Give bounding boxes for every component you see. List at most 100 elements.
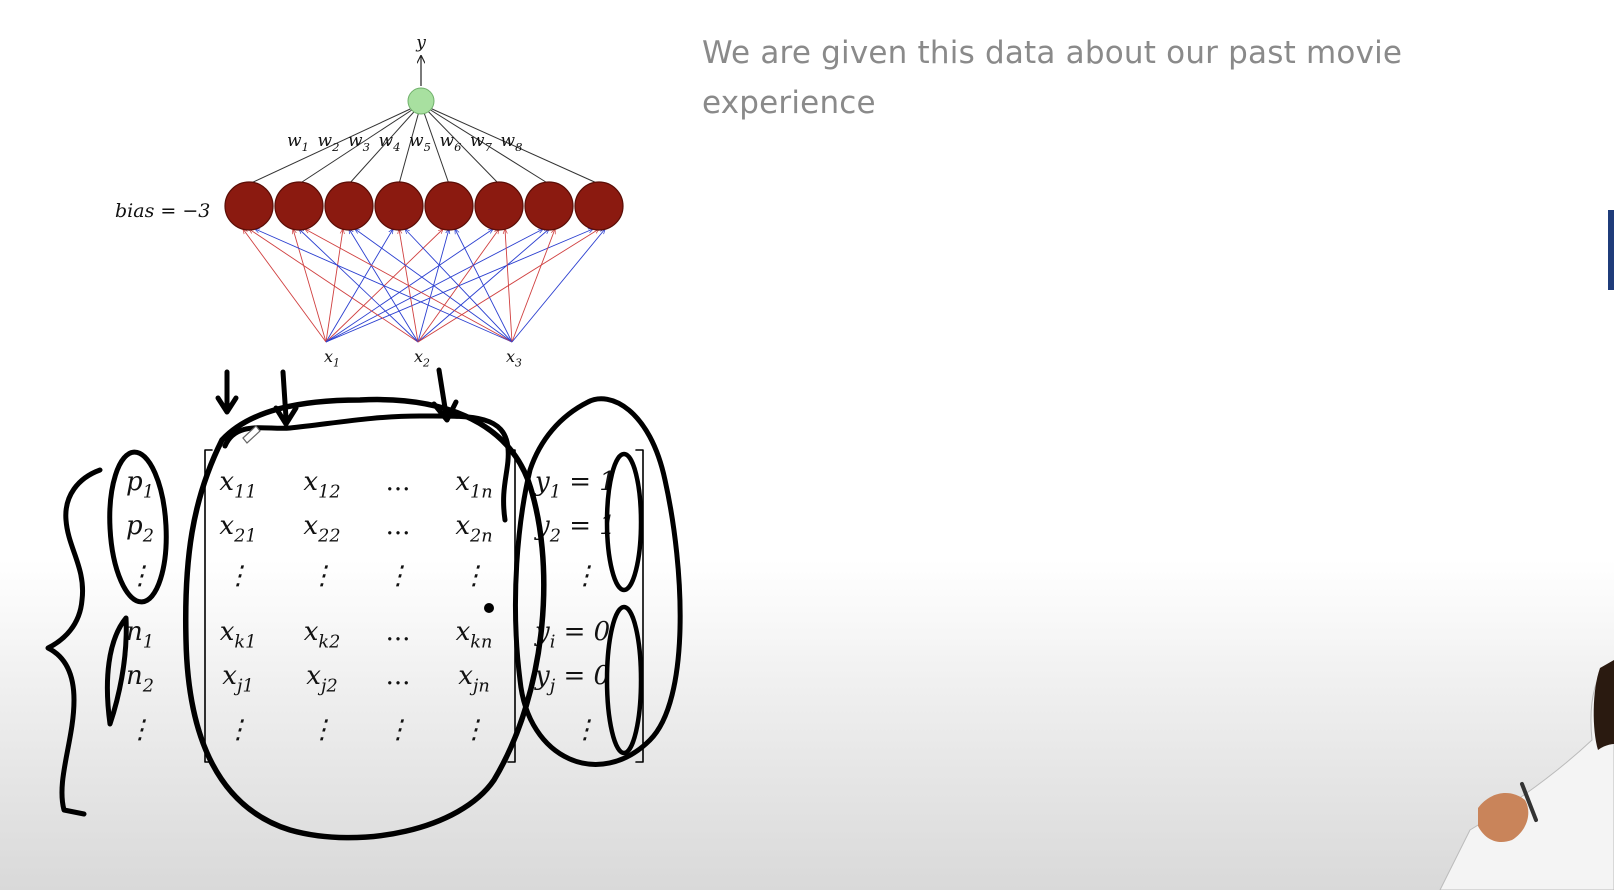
- hidden-output-edge: [421, 104, 550, 185]
- header-bracket-stroke: [222, 413, 511, 523]
- output-value: ⋮: [572, 561, 598, 591]
- positive-weight-edge: [511, 229, 555, 343]
- output-column: y1 = 1 y2 = 1 ⋮ yi = 0 yj = 0 ⋮: [534, 467, 616, 745]
- hidden-neuron: [524, 181, 574, 231]
- output-right-bracket: [635, 449, 644, 763]
- positive-weight-edge: [249, 229, 419, 343]
- row-label: p1: [126, 467, 154, 502]
- negative-weight-edge: [511, 229, 605, 343]
- output-value: yi = 0: [534, 617, 610, 652]
- hidden-output-edge: [421, 104, 500, 185]
- presenter-pen: [1520, 782, 1538, 822]
- row-label: n1: [126, 617, 154, 652]
- hidden-neuron: [324, 181, 374, 231]
- hidden-neuron: [424, 181, 474, 231]
- matrix-cell: x12: [303, 467, 340, 502]
- hidden-neuron: [274, 181, 324, 231]
- matrix-cell: ⋮: [309, 561, 335, 591]
- input-label: x2: [414, 347, 430, 369]
- arrow-3-stroke: [431, 367, 459, 423]
- negative-weight-edge: [355, 229, 513, 343]
- matrix-cell: x2n: [455, 511, 492, 546]
- weight-label: w2: [318, 131, 340, 154]
- matrix-cell: ⋮: [225, 715, 251, 745]
- pen-cursor-icon: [242, 425, 261, 444]
- presenter-hand: [1478, 793, 1529, 843]
- negative-weight-edge: [255, 229, 513, 343]
- negative-weight-edge: [455, 229, 513, 343]
- hidden-output-edge: [421, 104, 450, 185]
- output-label-y: y: [415, 33, 426, 53]
- matrix-cell: ⋮: [461, 561, 487, 591]
- matrix-cell: ⋮: [461, 715, 487, 745]
- arrow-1-stroke: [215, 369, 239, 415]
- output-column-loop: [512, 396, 683, 767]
- hidden-output-edge: [348, 104, 421, 185]
- hidden-neuron: [224, 181, 274, 231]
- input-label: x1: [324, 347, 340, 369]
- matrix-left-bracket: [204, 449, 213, 763]
- hidden-neuron: [574, 181, 624, 231]
- negative-weight-edge: [325, 229, 593, 343]
- weight-label: w8: [501, 131, 523, 154]
- hidden-output-edge: [298, 104, 421, 185]
- hidden-output-edge: [248, 104, 421, 185]
- matrix-cell: xk1: [220, 617, 257, 652]
- positive-weight-edge: [293, 229, 327, 343]
- hidden-neurons: [224, 181, 624, 231]
- feature-matrix-loop: [182, 396, 547, 841]
- positive-weight-edge: [325, 229, 343, 343]
- hidden-output-edge: [421, 104, 600, 185]
- output-neuron: [407, 87, 435, 115]
- positive-weight-edge: [305, 229, 513, 343]
- weight-label: w7: [470, 131, 493, 154]
- slide-text: We are given this data about our past mo…: [702, 35, 1403, 121]
- output-value: ⋮: [572, 715, 598, 745]
- matrix-cell: ...: [386, 511, 411, 541]
- positive-weight-edge: [505, 229, 513, 343]
- handwritten-annotations: [45, 367, 683, 841]
- matrix-cell: x21: [219, 511, 256, 546]
- presenter-shirt: [1439, 661, 1614, 890]
- matrix-cell: ...: [386, 617, 411, 647]
- weight-label: w6: [440, 131, 462, 154]
- hidden-neuron: [474, 181, 524, 231]
- arrow-2-stroke: [273, 369, 299, 427]
- left-brace-stroke: [45, 467, 103, 817]
- negative-weight-edge: [325, 229, 543, 343]
- weight-label: w4: [379, 131, 401, 154]
- input-to-hidden-edges: [243, 229, 605, 343]
- matrix-cell: ⋮: [385, 561, 411, 591]
- output-value: y1 = 1: [534, 467, 616, 502]
- ink-dot: [484, 603, 494, 613]
- matrix-cell: xj2: [306, 661, 337, 696]
- negative-weight-edge: [299, 229, 419, 343]
- weight-label: w5: [409, 131, 431, 154]
- matrix-cell: x11: [219, 467, 256, 502]
- hidden-output-edge: [398, 104, 421, 185]
- matrix-cell: x22: [303, 511, 340, 546]
- matrix-cell: x1n: [455, 467, 492, 502]
- output-value: y2 = 1: [534, 511, 616, 546]
- positive-rows-loop: [107, 449, 169, 605]
- matrix-cell: xk2: [304, 617, 341, 652]
- row-label: n2: [126, 661, 154, 696]
- presenter-head: [1593, 660, 1614, 750]
- output-value: yj = 0: [534, 661, 610, 696]
- matrix-cell: xkn: [456, 617, 493, 652]
- matrix-cell: ⋮: [385, 715, 411, 745]
- negative-weight-edge: [405, 229, 513, 343]
- negative-labels-loop: [604, 604, 644, 756]
- bias-label: bias = −3: [115, 200, 210, 222]
- row-label: ⋮: [127, 561, 153, 591]
- negative-rows-loop: [104, 615, 129, 727]
- video-edge-strip: [1608, 210, 1614, 290]
- hidden-neuron: [374, 181, 424, 231]
- positive-labels-loop: [604, 451, 644, 593]
- matrix-cell: xjn: [458, 661, 490, 696]
